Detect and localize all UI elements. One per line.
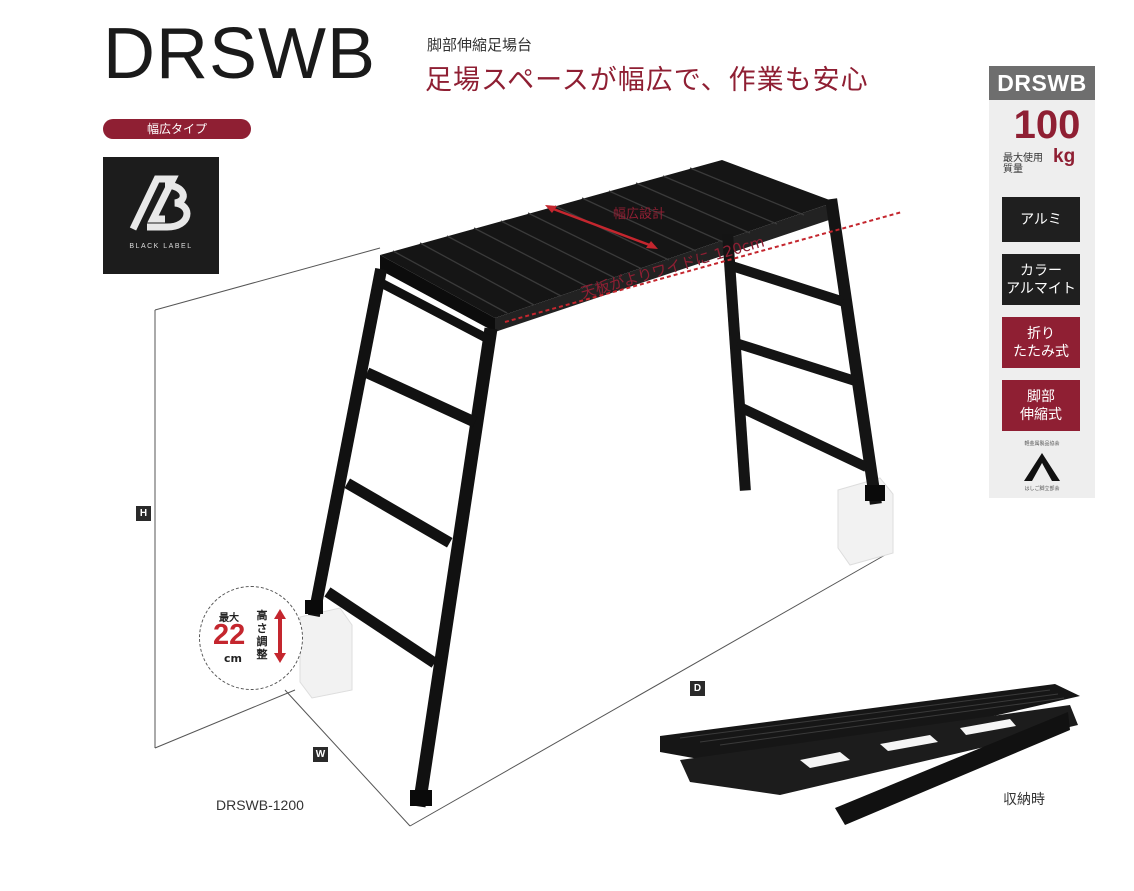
logo-text: BLACK LABEL xyxy=(129,243,193,250)
adjust-label: 高さ調整 xyxy=(256,609,268,661)
product-subtitle: 脚部伸縮足場台 xyxy=(427,36,533,54)
max-load-label: 最大使用 質量 xyxy=(1003,153,1053,175)
adjust-arrow-icon xyxy=(274,609,286,663)
association-name: 軽金属製品協会 xyxy=(1024,441,1060,447)
dimension-d-marker: D xyxy=(690,681,705,696)
max-load-value: 100 xyxy=(1013,103,1081,147)
tag-telescopic-legs: 脚部 伸縮式 xyxy=(1002,380,1080,431)
type-badge: 幅広タイプ xyxy=(103,119,251,139)
sidebar-model: DRSWB xyxy=(989,66,1095,100)
tag-folding-line1: 折り xyxy=(1027,325,1055,342)
association-division: はしご脚立部会 xyxy=(1024,486,1060,492)
adjust-unit: cm xyxy=(224,652,242,665)
dimension-lines xyxy=(154,247,886,827)
tag-color-alumite-line1: カラー xyxy=(1020,262,1062,279)
top-platform xyxy=(380,160,835,332)
front-foot-left xyxy=(305,600,323,614)
height-adjust-callout xyxy=(199,586,303,690)
tag-color-alumite: カラー アルマイト xyxy=(1002,254,1080,305)
tag-color-alumite-line2: アルマイト xyxy=(1006,280,1076,297)
dimension-h-marker: H xyxy=(136,506,151,521)
tag-aluminum: アルミ xyxy=(1002,197,1080,242)
black-label-logo: BLACK LABEL xyxy=(103,157,219,274)
platform-ribs xyxy=(392,167,805,314)
adjust-max-label: 最大 xyxy=(219,613,239,624)
tag-folding: 折り たたみ式 xyxy=(1002,317,1080,368)
folded-caption: 収納時 xyxy=(1003,791,1045,807)
ladder-association-mark-icon xyxy=(1024,453,1060,481)
max-load-label-line1: 最大使用 xyxy=(1003,153,1043,164)
width-arrow xyxy=(504,211,903,323)
black-label-b-logo-icon xyxy=(129,175,191,231)
feature-wide-label: 幅広設計 xyxy=(613,207,666,222)
rear-ladder xyxy=(722,198,882,505)
depth-arrow xyxy=(547,205,656,249)
folded-product xyxy=(660,684,1080,825)
max-load-unit: kg xyxy=(1053,146,1076,167)
max-load-label-line2: 質量 xyxy=(1003,164,1023,175)
rear-foot-right xyxy=(865,485,885,501)
model-title: DRSWB xyxy=(103,14,376,94)
tag-folding-line2: たたみ式 xyxy=(1013,343,1069,360)
front-ladder xyxy=(307,267,498,808)
tag-aluminum-label: アルミ xyxy=(1020,211,1062,228)
adjust-value: 22 xyxy=(213,619,246,651)
catchphrase: 足場スペースが幅広で、作業も安心 xyxy=(425,65,869,96)
front-foot-right xyxy=(410,790,432,806)
model-caption: DRSWB-1200 xyxy=(216,797,304,813)
dimension-w-marker: W xyxy=(313,747,328,762)
tag-telescopic-legs-line2: 伸縮式 xyxy=(1020,406,1062,423)
tag-telescopic-legs-line1: 脚部 xyxy=(1027,388,1055,405)
